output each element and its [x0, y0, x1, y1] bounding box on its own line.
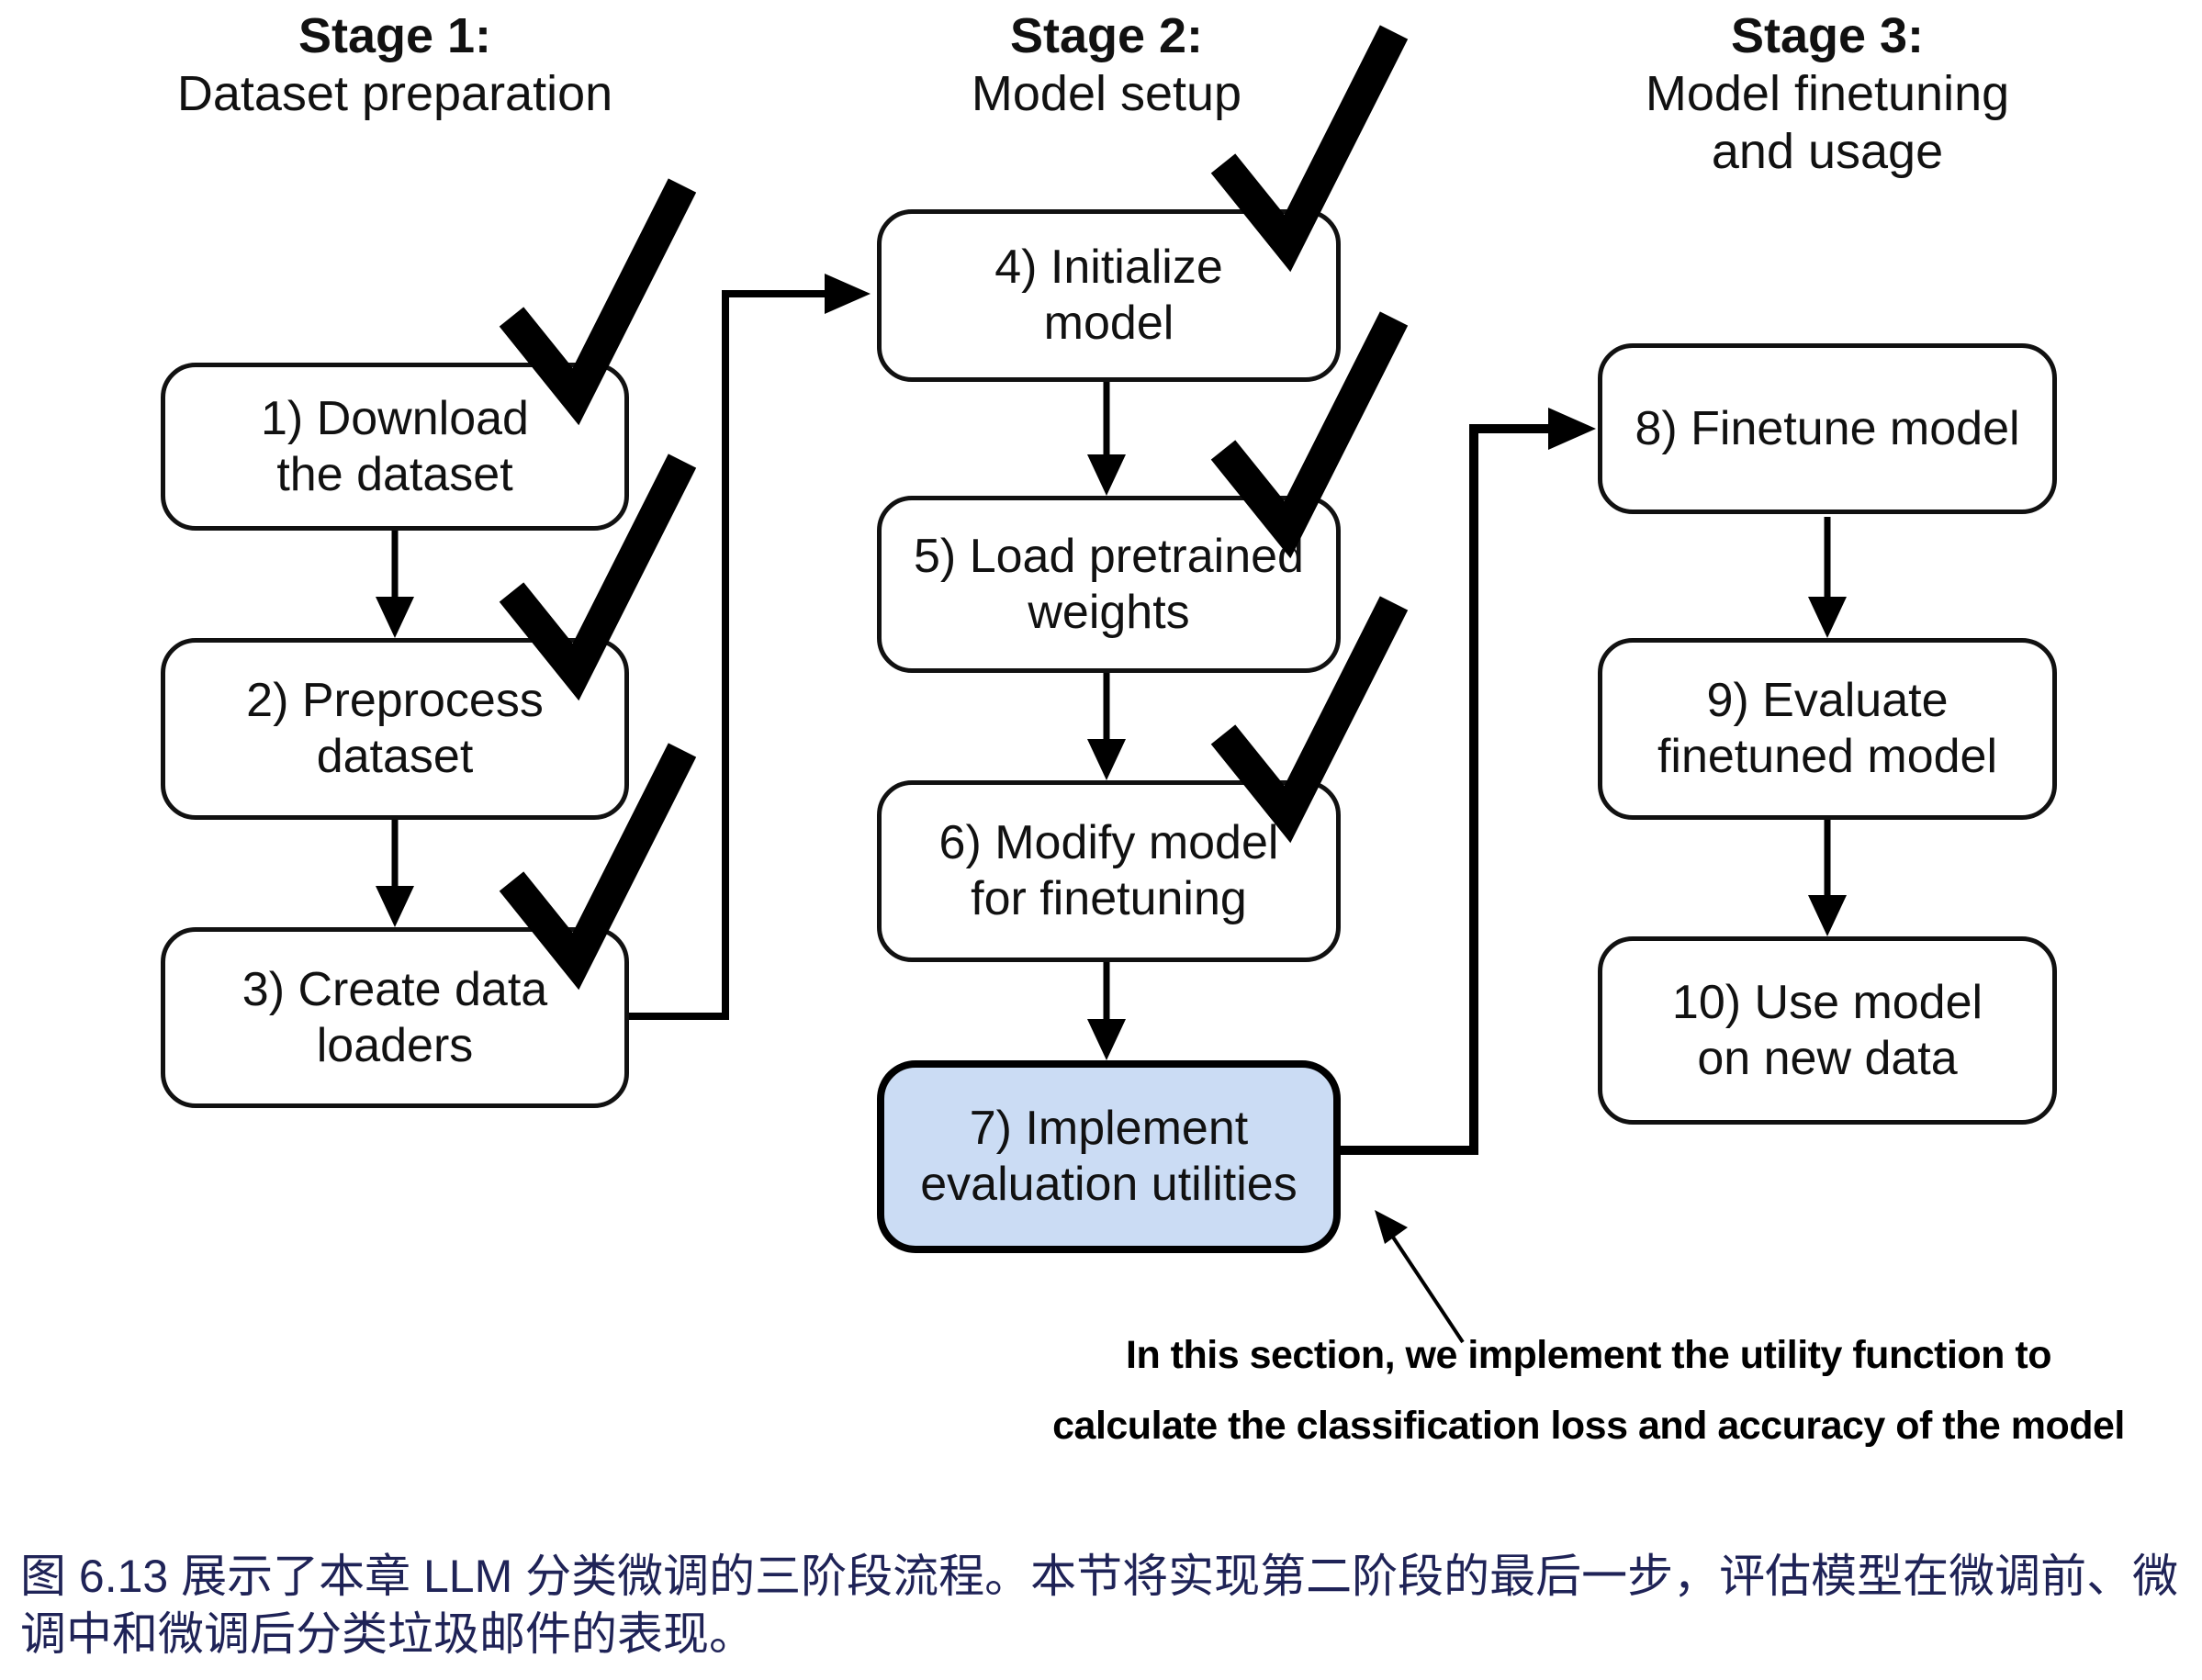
- step-box-5-line1: 5) Load pretrained: [914, 529, 1304, 583]
- step-box-8-finetune-model: 8) Finetune model: [1598, 343, 2057, 514]
- annotation-text: In this section, we implement the utilit…: [1052, 1320, 2125, 1462]
- arrow-box1-box2: [376, 531, 414, 638]
- step-box-2-preprocess-dataset: 2) Preprocess dataset: [161, 638, 629, 820]
- step-box-6-modify-model: 6) Modify model for finetuning: [877, 780, 1341, 962]
- step-box-9-evaluate-finetuned-model: 9) Evaluate finetuned model: [1598, 638, 2057, 820]
- step-box-10-use-model-new-data: 10) Use model on new data: [1598, 936, 2057, 1125]
- stage-3-title: Stage 3:: [1730, 8, 1925, 63]
- stage-1-header: Stage 1: Dataset preparation: [177, 7, 612, 123]
- stage-1-title: Stage 1:: [298, 8, 492, 63]
- step-box-8-line1: 8) Finetune model: [1635, 401, 2020, 455]
- step-box-1-line1: 1) Download: [261, 391, 529, 445]
- step-box-6-line1: 6) Modify model: [938, 816, 1279, 869]
- arrow-box6-box7: [1087, 962, 1126, 1060]
- stage-3-header: Stage 3: Model finetuning and usage: [1646, 7, 2009, 181]
- step-box-7-line2: evaluation utilities: [920, 1158, 1298, 1211]
- arrow-box5-box6: [1087, 673, 1126, 780]
- annotation-line1: In this section, we implement the utilit…: [1126, 1333, 2051, 1377]
- annotation-line2: calculate the classification loss and ac…: [1052, 1404, 2125, 1448]
- arrow-box4-box5: [1087, 382, 1126, 496]
- step-box-1-line2: the dataset: [276, 447, 513, 501]
- step-box-2-line1: 2) Preprocess: [246, 674, 544, 727]
- step-box-6-line2: for finetuning: [971, 872, 1247, 925]
- step-box-5-load-pretrained-weights: 5) Load pretrained weights: [877, 496, 1341, 673]
- step-box-4-line1: 4) Initialize: [994, 241, 1223, 294]
- arrow-box2-box3: [376, 820, 414, 927]
- step-box-4-initialize-model: 4) Initialize model: [877, 209, 1341, 382]
- stage-2-header: Stage 2: Model setup: [972, 7, 1241, 123]
- figure-caption: 图 6.13 展示了本章 LLM 分类微调的三阶段流程。本节将实现第二阶段的最后…: [20, 1548, 2178, 1663]
- step-box-9-line2: finetuned model: [1657, 730, 1998, 783]
- step-box-7-implement-evaluation-utilities: 7) Implement evaluation utilities: [877, 1060, 1341, 1253]
- step-box-10-line1: 10) Use model: [1671, 975, 1983, 1029]
- caption-line2: 调中和微调后分类垃圾邮件的表现。: [20, 1608, 755, 1660]
- step-box-4-line2: model: [1043, 297, 1174, 350]
- stage-2-subtitle: Model setup: [971, 66, 1242, 121]
- step-box-9-line1: 9) Evaluate: [1706, 674, 1949, 727]
- stage-1-subtitle: Dataset preparation: [176, 66, 613, 121]
- step-box-3-line1: 3) Create data: [242, 962, 548, 1016]
- arrow-box8-box9: [1808, 517, 1847, 638]
- stage-2-title: Stage 2:: [1009, 8, 1204, 63]
- step-box-10-line2: on new data: [1697, 1031, 1958, 1085]
- stage-3-subtitle: Model finetuning: [1645, 66, 2010, 121]
- step-box-7-line1: 7) Implement: [969, 1102, 1249, 1155]
- step-box-5-line2: weights: [1028, 585, 1190, 639]
- step-box-3-line2: loaders: [316, 1018, 474, 1072]
- stage-3-subtitle-2: and usage: [1711, 124, 1944, 179]
- connector-box7-box8: [1336, 408, 1596, 1155]
- arrow-box9-box10: [1808, 820, 1847, 936]
- connector-box3-box4: [629, 274, 871, 1020]
- step-box-3-create-data-loaders: 3) Create data loaders: [161, 927, 629, 1108]
- step-box-1-download-dataset: 1) Download the dataset: [161, 363, 629, 531]
- step-box-2-line2: dataset: [316, 730, 474, 783]
- caption-line1: 图 6.13 展示了本章 LLM 分类微调的三阶段流程。本节将实现第二阶段的最后…: [20, 1551, 2179, 1602]
